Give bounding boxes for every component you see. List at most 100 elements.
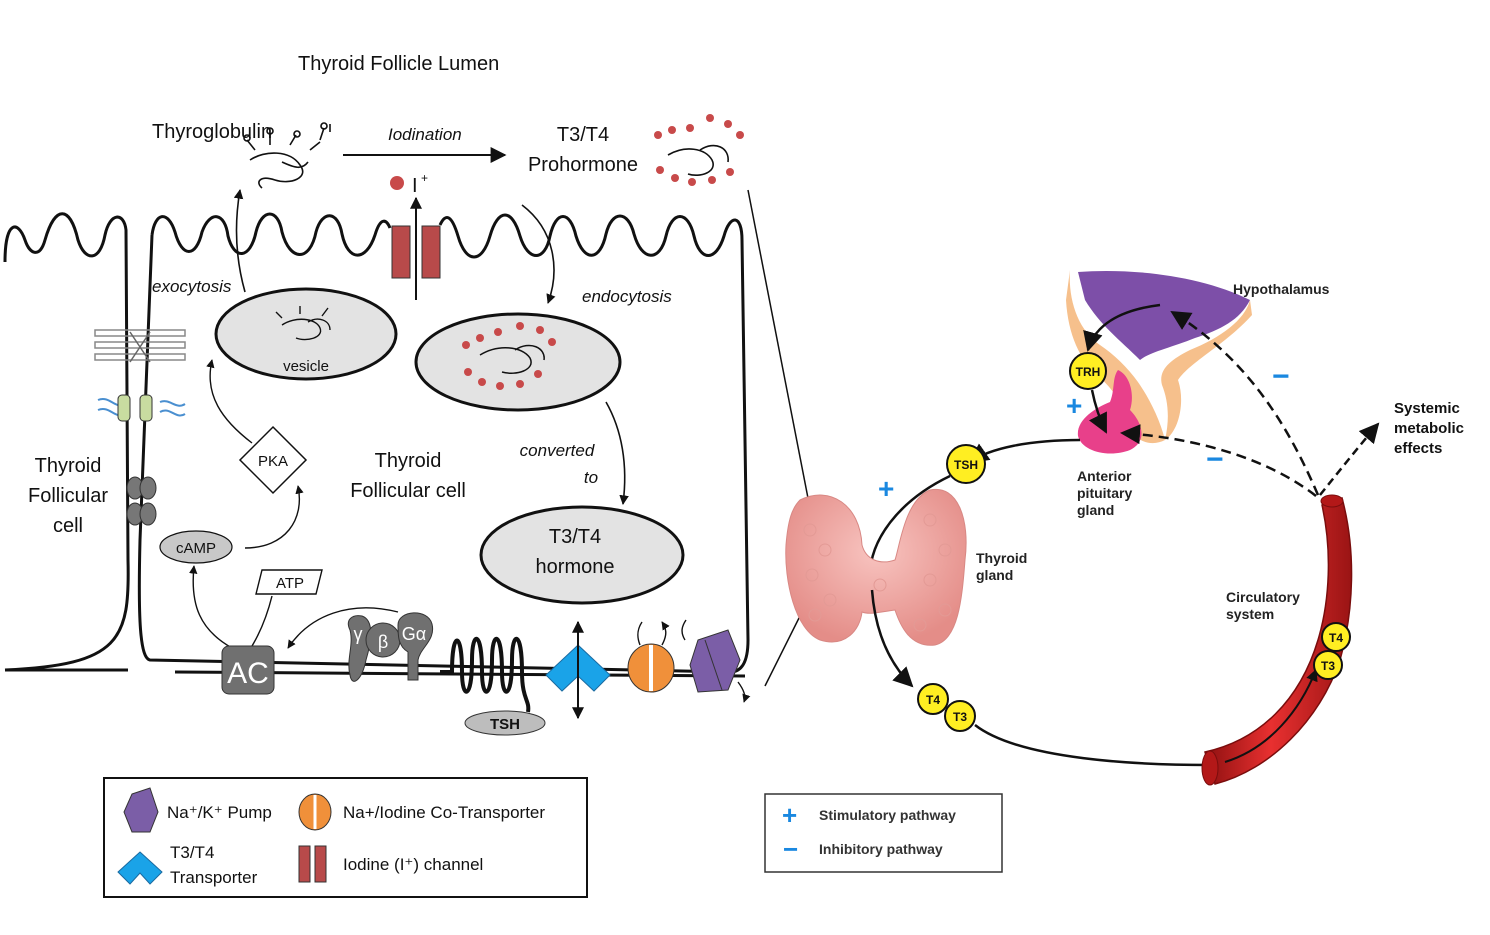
t3-label-vessel: T3 [1321, 659, 1335, 673]
systemic-label-1: Systemic [1394, 400, 1460, 417]
tsh-badge [946, 444, 986, 484]
cell-membrane-left [3, 212, 130, 672]
camp-ellipse [159, 530, 233, 564]
thyroid-gland [785, 488, 967, 646]
axis-panel: Hypothalamus Anterior pituitary gland TR… [785, 270, 1464, 786]
legend-transporter-label-2: Transporter [170, 868, 258, 887]
tsh-receptor [440, 637, 531, 713]
systemic-effects-arrow [1319, 422, 1380, 496]
legend-cotransporter-label: Na+/Iodine Co-Transporter [343, 803, 545, 822]
anterior-label-2: pituitary [1077, 485, 1132, 501]
cell-center-label-2: Follicular cell [350, 480, 466, 502]
camp-label: cAMP [176, 540, 216, 557]
pituitary-to-thyroid-path [968, 438, 1081, 464]
systemic-label-3: effects [1394, 440, 1442, 457]
vesicle-thyroglobulin [214, 287, 398, 381]
camp-to-pka-arrow [244, 485, 304, 549]
circ-label-2: system [1226, 606, 1274, 622]
na-iodine-cotransporter [627, 622, 675, 693]
t4-badge-output [917, 683, 949, 715]
pka-to-vesicle-arrow [206, 359, 253, 444]
legend-stimulatory-label: Stimulatory pathway [819, 807, 956, 823]
g-alpha-label: Gα [402, 624, 426, 644]
output-to-vessel-path [974, 724, 1211, 767]
prohormone-label-2: Prohormone [528, 154, 638, 176]
left-cell-label-2: Follicular [28, 485, 108, 507]
hormone-label-2: hormone [536, 556, 615, 578]
iodide-ion [390, 176, 404, 190]
left-cell-label-1: Thyroid [35, 455, 102, 477]
g-gamma-label: γ [354, 624, 363, 644]
cell-legend-frame [103, 777, 588, 898]
vesicle-thyroglobulin-cargo [275, 306, 331, 341]
axis-legend-frame [764, 793, 1003, 873]
legend-cotransporter-icon [298, 793, 332, 831]
adherens-junction [97, 394, 186, 422]
legend-channel-icon-left [298, 845, 311, 883]
iodide-charge: + [421, 171, 428, 185]
cell-membrane-main [137, 212, 750, 674]
endocytosis-label: endocytosis [582, 287, 672, 306]
feedback-to-pituitary-arrow [1120, 424, 1317, 497]
hypothalamus-shape [1078, 270, 1250, 360]
minus-sign-hypothalamus: − [1272, 360, 1290, 393]
pka-label: PKA [258, 453, 288, 470]
adenylyl-cyclase [221, 645, 275, 695]
legend-inhibitory-label: Inhibitory pathway [819, 841, 943, 857]
trh-badge [1069, 352, 1107, 390]
left-cell-label-3: cell [53, 515, 83, 537]
legend-pump-icon [123, 787, 159, 833]
legend-channel-label: Iodine (I⁺) channel [343, 855, 483, 874]
anterior-label-1: Anterior [1077, 468, 1132, 484]
circ-label-1: Circulatory [1226, 589, 1300, 605]
thyroid-label-2: gland [976, 567, 1013, 583]
systemic-label-2: metabolic [1394, 420, 1464, 437]
thyroid-output-arrow [870, 589, 914, 688]
hypothalamus-to-pituitary-arrow [1083, 303, 1161, 352]
thyroglobulin-icon [243, 122, 331, 189]
iodination-label: Iodination [388, 125, 462, 144]
g-protein-to-ac-arrow [287, 607, 399, 649]
atp-to-ac-line [251, 595, 273, 647]
ac-label: AC [227, 657, 269, 690]
tsh-ligand [464, 710, 546, 736]
g-protein [347, 612, 434, 682]
vesicle-label: vesicle [283, 358, 329, 375]
legend-minus-icon: − [783, 834, 798, 864]
cell-legend: Na⁺/K⁺ Pump Na+/Iodine Co-Transporter T3… [103, 777, 588, 898]
iodine-channel-right [421, 225, 441, 279]
exocytosis-label: exocytosis [152, 277, 232, 296]
t4-label-vessel: T4 [1329, 631, 1343, 645]
plus-sign-trh: + [1066, 390, 1082, 421]
plus-sign-tsh: + [878, 473, 894, 504]
desmosome [126, 476, 157, 526]
thyroid-label-1: Thyroid [976, 550, 1027, 566]
g-beta-label: β [378, 632, 388, 652]
tight-junction [94, 329, 186, 363]
tsh-ligand-label: TSH [490, 716, 520, 733]
t4-badge-vessel [1321, 622, 1351, 652]
legend-channel-icon-right [314, 845, 327, 883]
atp-box [255, 569, 323, 595]
vesicle-prohormone-cargo [462, 322, 556, 390]
cell-panel: Thyroid Follicle Lumen Thyroid Follicula… [3, 53, 823, 736]
vesicle-prohormone [414, 312, 622, 412]
iodine-channel-left [391, 225, 411, 279]
cell-center-label-1: Thyroid [375, 450, 442, 472]
exocytosis-arrow [233, 189, 246, 293]
legend-pump-label: Na⁺/K⁺ Pump [167, 803, 272, 822]
ac-to-camp-arrow [189, 565, 233, 649]
brain-tissue [1066, 270, 1252, 444]
na-k-pump [681, 619, 745, 702]
minus-sign-pituitary: − [1206, 443, 1224, 476]
lumen-title: Thyroid Follicle Lumen [298, 53, 499, 75]
vessel-end-top [1320, 494, 1344, 508]
atp-label: ATP [276, 575, 304, 592]
t3-badge-vessel [1313, 650, 1343, 680]
conversion-arrow [605, 401, 629, 505]
pka-diamond [238, 425, 308, 495]
anterior-label-3: gland [1077, 502, 1114, 518]
converted-label-1: converted [520, 441, 595, 460]
axis-legend: + Stimulatory pathway − Inhibitory pathw… [764, 793, 1003, 873]
